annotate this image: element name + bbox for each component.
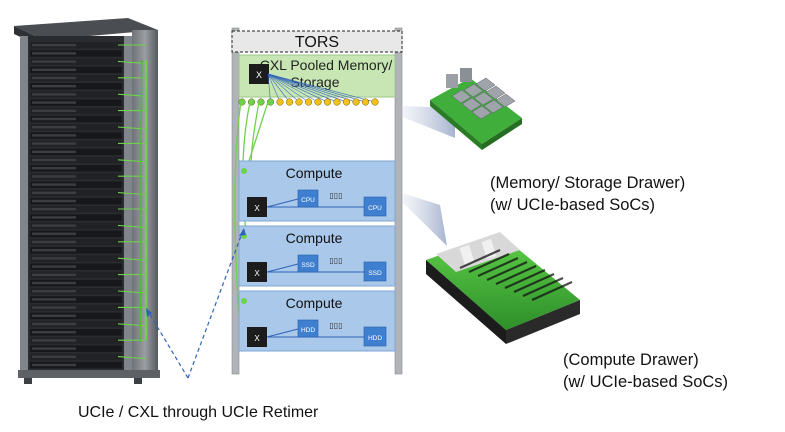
compute-drawer-label-line2: (w/ UCIe-based SoCs) xyxy=(563,373,728,391)
arrow-head-icon xyxy=(146,308,152,317)
compute-drawer-label-line1: (Compute Drawer) xyxy=(563,351,699,369)
cxl-switch-chip xyxy=(247,262,267,282)
port-dot xyxy=(371,98,379,106)
ellipsis-chips: ▯▯▯ xyxy=(329,256,342,265)
port-dot xyxy=(276,98,284,106)
compute-trays: ComputeXCPU▯▯▯CPUComputeXSSD▯▯▯SSDComput… xyxy=(238,160,396,352)
cxl-switch-chip xyxy=(247,197,267,217)
compute-drawer-illustration xyxy=(426,232,580,344)
arrow-head-icon xyxy=(239,228,246,236)
zoom-wedge-compute xyxy=(402,193,447,246)
svg-text:HDD: HDD xyxy=(301,327,315,334)
chip-primary xyxy=(297,254,319,273)
chip-secondary xyxy=(363,326,387,347)
rack-frame-diagram: TORS CXL Pooled Memory/ Storage X Comput… xyxy=(145,27,403,379)
port-dot xyxy=(285,98,294,106)
memory-drawer-label-line2: (w/ UCIe-based SoCs) xyxy=(490,196,655,214)
port-dot xyxy=(295,98,303,106)
server-rack-illustration xyxy=(14,18,160,384)
ellipsis-chips: ▯▯▯ xyxy=(329,321,342,330)
pooled-fanout-links xyxy=(267,73,376,103)
port-dot xyxy=(238,98,246,106)
svg-text:SSD: SSD xyxy=(368,270,382,277)
svg-text:X: X xyxy=(254,204,260,213)
port-dot xyxy=(304,98,313,106)
svg-text:HDD: HDD xyxy=(368,335,382,342)
tors-switch-box xyxy=(231,30,403,53)
cxl-switch-chip xyxy=(247,327,267,347)
pooled-switch-label: X xyxy=(256,70,262,80)
compute-tray-title: Compute xyxy=(286,165,343,181)
svg-text:X: X xyxy=(254,269,260,278)
bottom-caption: UCIe / CXL through UCIe Retimer xyxy=(78,404,319,421)
ellipsis-chips: ▯▯▯ xyxy=(329,191,342,200)
retimer-link-arrow-right xyxy=(187,227,245,379)
port-dot xyxy=(361,98,370,106)
svg-text:CPU: CPU xyxy=(301,197,315,204)
rack-server-units xyxy=(30,42,147,369)
memory-drawer-label-line1: (Memory/ Storage Drawer) xyxy=(490,174,685,192)
pooled-memory-label-line2: Storage xyxy=(290,74,339,90)
port-dot xyxy=(266,98,275,106)
tors-label: TORS xyxy=(295,34,339,51)
svg-text:SSD: SSD xyxy=(301,262,315,269)
pooled-port-row xyxy=(238,98,379,106)
memory-drawer-illustration xyxy=(430,68,522,150)
pooled-cxl-switch-chip xyxy=(249,64,269,84)
svg-text:X: X xyxy=(254,334,260,343)
chip-secondary xyxy=(363,261,387,282)
chip-secondary xyxy=(363,196,387,217)
port-dot xyxy=(352,98,360,106)
chip-primary xyxy=(297,319,319,338)
port-dot xyxy=(323,98,332,106)
compute-tray-title: Compute xyxy=(286,295,343,311)
chip-primary xyxy=(297,189,319,208)
svg-text:CPU: CPU xyxy=(368,205,382,212)
port-dot xyxy=(342,98,351,106)
compute-tray-title: Compute xyxy=(286,230,343,246)
port-dot xyxy=(314,98,322,106)
pooled-memory-label-line1: CXL Pooled Memory/ xyxy=(260,57,393,73)
port-dot xyxy=(333,98,341,106)
